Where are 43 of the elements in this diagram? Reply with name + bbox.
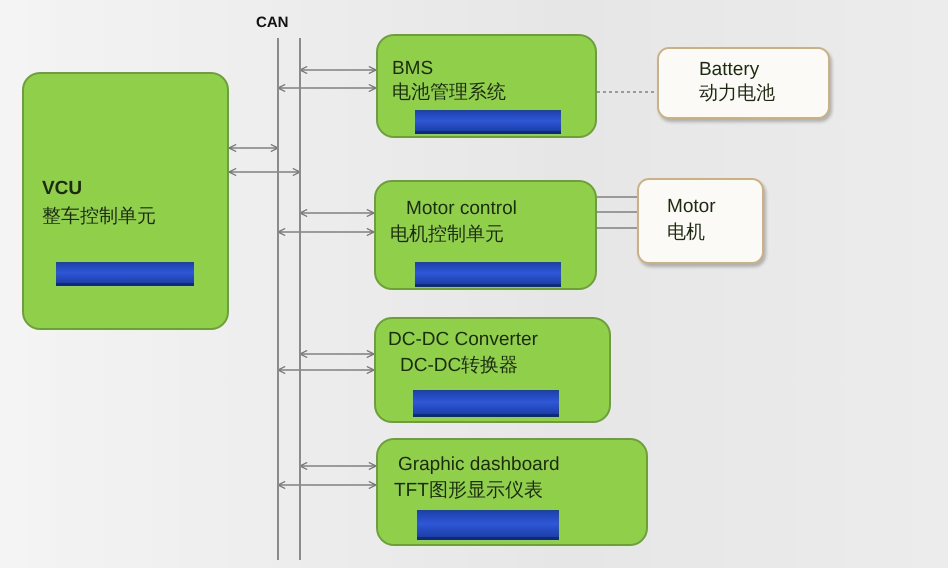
module-name-chinese: TFT图形显示仪表	[394, 480, 543, 502]
device-box	[637, 178, 764, 264]
module-name-chinese: 电机控制单元	[390, 224, 504, 246]
module-name: Graphic dashboard	[398, 454, 560, 476]
can-bus-line	[299, 38, 301, 560]
chip-badge	[56, 262, 194, 286]
module-box	[374, 180, 597, 290]
bidirectional-arrow	[299, 208, 375, 218]
module-box	[374, 317, 611, 423]
bidirectional-arrow	[277, 480, 377, 490]
module-name-chinese: 整车控制单元	[42, 206, 156, 228]
bidirectional-arrow	[299, 350, 375, 358]
bus-label: CAN	[256, 14, 288, 31]
bidirectional-arrow	[277, 228, 375, 236]
module-box	[376, 34, 597, 138]
device-box	[657, 47, 830, 119]
chip-badge	[415, 110, 561, 134]
bidirectional-arrow	[277, 84, 377, 92]
module-box	[22, 72, 229, 330]
connector-line	[597, 227, 637, 229]
chip-badge	[417, 510, 559, 540]
module-name-chinese: 动力电池	[699, 83, 775, 105]
module-box	[376, 438, 648, 546]
bidirectional-arrow	[299, 462, 377, 470]
module-name: Motor control	[406, 198, 517, 220]
module-name: Motor	[667, 196, 716, 218]
bidirectional-arrow	[277, 366, 375, 374]
module-name-chinese: 电池管理系统	[392, 82, 506, 104]
bidirectional-arrow	[228, 144, 279, 152]
chip-badge	[413, 390, 559, 417]
module-name: Battery	[699, 59, 760, 81]
connector-line	[597, 196, 637, 198]
module-name-chinese: DC-DC转换器	[400, 355, 518, 377]
module-name: DC-DC Converter	[388, 329, 538, 351]
can-bus-line	[277, 38, 279, 560]
module-name: BMS	[392, 58, 434, 80]
module-name-chinese: 电机	[667, 222, 705, 244]
connector-line	[597, 211, 637, 213]
bidirectional-arrow	[299, 66, 377, 74]
bidirectional-arrow	[228, 168, 301, 176]
connector-line	[597, 91, 657, 93]
chip-badge	[415, 262, 561, 287]
module-name: VCU	[42, 178, 82, 200]
